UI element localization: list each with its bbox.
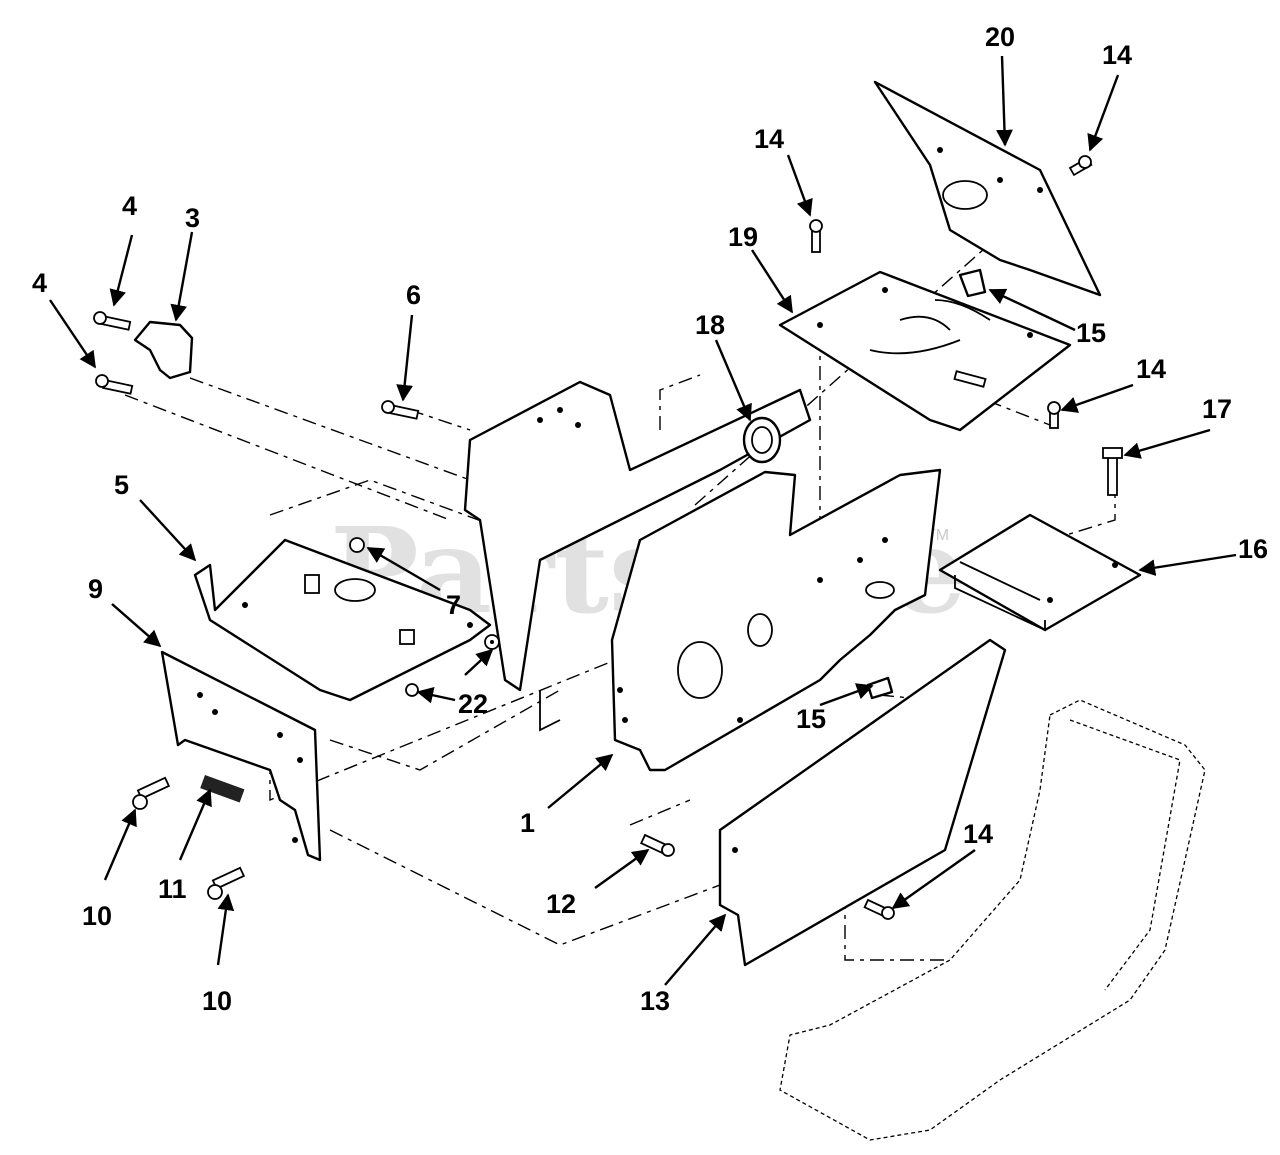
callout-16: 16 (1238, 534, 1268, 564)
screw-14-top-left (809, 219, 823, 253)
callout-4-lower: 4 (32, 268, 47, 298)
hardware-fasteners (93, 155, 1123, 920)
part-5-bracket-plate (193, 538, 492, 702)
washer-22-b (405, 683, 419, 697)
callout-labels: 4 3 4 6 5 7 9 22 10 11 10 1 12 13 15 14 … (32, 22, 1268, 1016)
part-20-top-cover-plate (873, 80, 1102, 297)
callout-3: 3 (185, 203, 200, 233)
callout-6: 6 (406, 280, 421, 310)
callout-10-upper: 10 (82, 901, 112, 931)
callout-5: 5 (114, 470, 129, 500)
pin-11 (200, 775, 245, 803)
phantom-seat-outline (779, 699, 1206, 1141)
callout-18: 18 (695, 310, 725, 340)
callout-14-top-left: 14 (754, 124, 784, 154)
washer-22-a (484, 634, 500, 650)
callout-22: 22 (458, 689, 488, 719)
callout-leaders (49, 55, 1237, 986)
callout-13: 13 (640, 986, 670, 1016)
screw-4-lower (95, 374, 134, 395)
part-16-side-plate (938, 513, 1142, 632)
callout-15-upper: 15 (1076, 318, 1106, 348)
callout-14-mid: 14 (1136, 354, 1166, 384)
callout-7: 7 (446, 590, 461, 620)
callout-4-upper: 4 (122, 191, 137, 221)
screw-10-lower (207, 866, 246, 900)
callout-14-top-right: 14 (1102, 40, 1132, 70)
nut-7 (349, 537, 365, 553)
part-13-side-panel (718, 638, 1007, 967)
part-frame-rear (463, 380, 812, 732)
screw-6 (381, 400, 420, 420)
callout-17: 17 (1202, 394, 1232, 424)
callout-15-lower: 15 (796, 704, 826, 734)
callout-9: 9 (88, 574, 103, 604)
callout-10-lower: 10 (202, 986, 232, 1016)
part-19-mounting-plate (778, 270, 1072, 432)
screw-10-upper (132, 776, 171, 810)
screw-4-upper (93, 311, 132, 331)
screw-14-mid-right (1047, 401, 1061, 429)
screw-14-lower (863, 898, 895, 920)
callout-20: 20 (985, 22, 1015, 52)
screw-12 (640, 833, 675, 857)
part-9-end-plate (160, 650, 322, 862)
part-18-pulley (742, 416, 782, 464)
screw-14-top-right (1068, 155, 1093, 177)
callout-11: 11 (158, 874, 187, 904)
callout-12: 12 (546, 889, 576, 919)
part-3-clip (133, 320, 194, 380)
clip-15-lower (866, 676, 894, 700)
callout-19: 19 (728, 222, 758, 252)
clip-15-upper (958, 268, 987, 298)
bolt-17 (1102, 447, 1123, 496)
callout-14-lower: 14 (963, 819, 993, 849)
part-1-main-frame (610, 468, 942, 772)
callout-1: 1 (520, 808, 535, 838)
